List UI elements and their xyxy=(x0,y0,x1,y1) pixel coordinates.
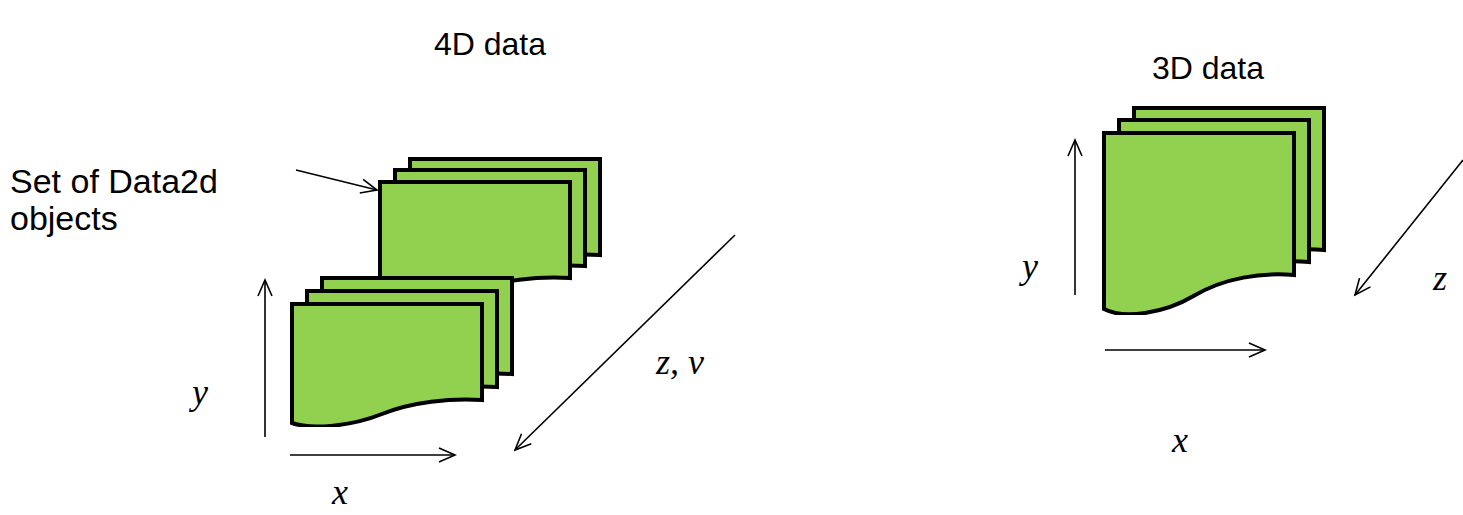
data2d-sheet xyxy=(292,304,482,426)
leader-line xyxy=(296,170,377,190)
y-axis-arrow xyxy=(1074,140,1076,295)
panel-title: 3D data xyxy=(1152,50,1264,87)
axis-label: x xyxy=(332,472,348,513)
data2d-sheet xyxy=(1104,133,1294,314)
axis-label: z xyxy=(1433,258,1447,299)
y-axis-arrow xyxy=(264,280,266,437)
panel-title: 4D data xyxy=(434,26,546,63)
axis-label: z, v xyxy=(656,342,704,383)
callout-label: Set of Data2d objects xyxy=(10,163,260,236)
x-axis-arrow xyxy=(290,454,455,456)
axis-label: x xyxy=(1172,420,1188,461)
x-axis-arrow xyxy=(1105,349,1265,351)
axis-label: y xyxy=(1022,246,1038,287)
z-axis-arrow xyxy=(515,235,735,450)
axis-label: y xyxy=(192,372,208,413)
